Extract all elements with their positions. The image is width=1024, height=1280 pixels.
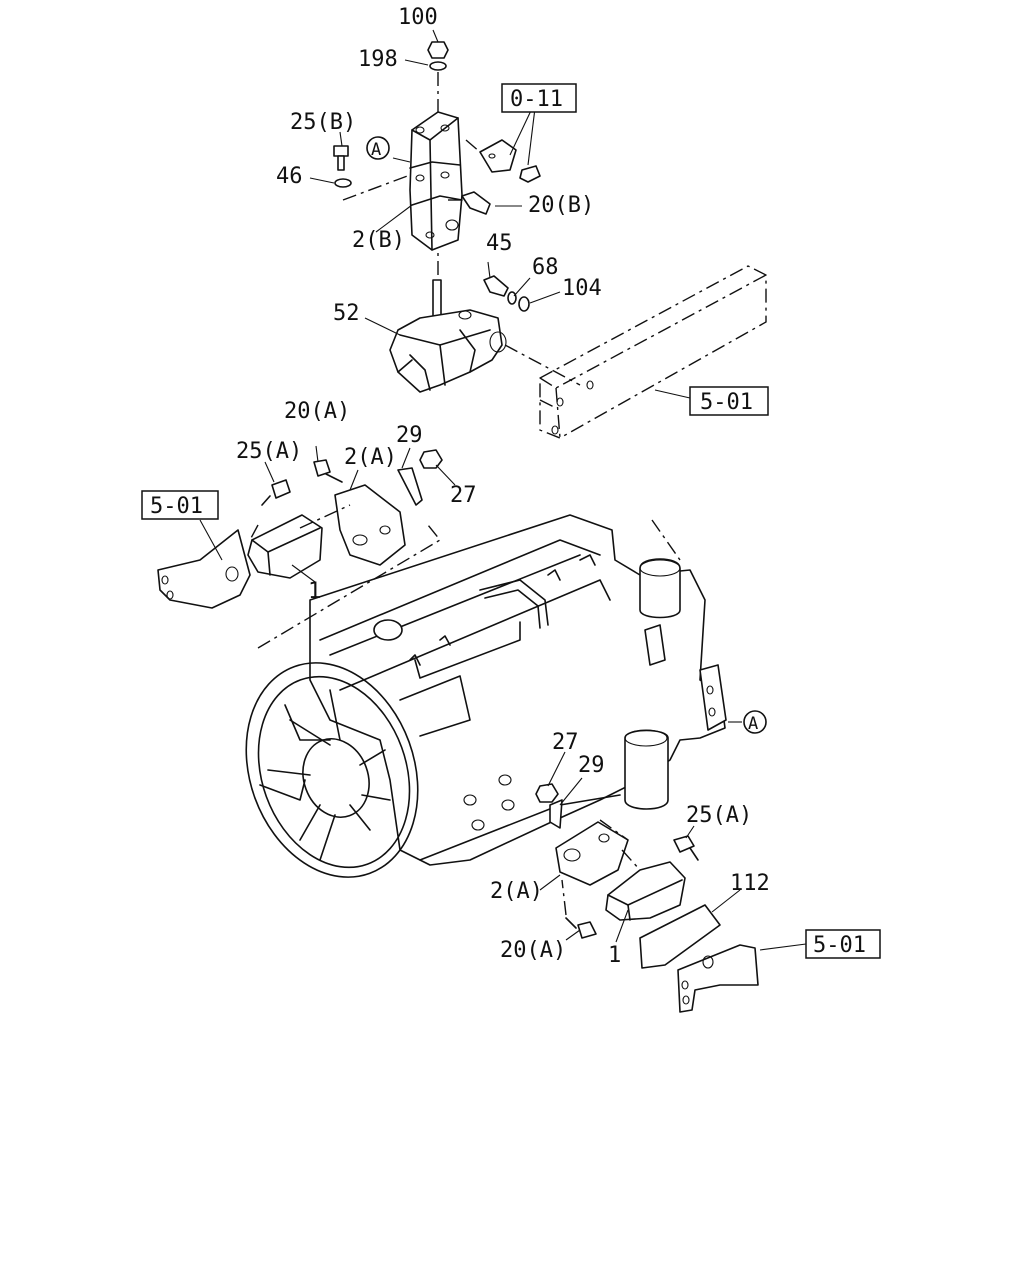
svg-text:5-01: 5-01 [700, 390, 753, 415]
washer-icon [334, 178, 352, 188]
callout-68: 68 [532, 255, 559, 280]
callout-46: 46 [276, 164, 303, 189]
front-mount-right [535, 783, 759, 1013]
callout-29-top: 29 [396, 423, 423, 448]
callout-52: 52 [333, 301, 360, 326]
callout-2b: 2(B) [352, 228, 405, 253]
callout-20a-bot: 20(A) [500, 938, 566, 963]
svg-text:A: A [748, 714, 758, 734]
callout-20a-top: 20(A) [284, 399, 350, 424]
svg-text:A: A [371, 140, 381, 160]
callout-1-top: 1 [308, 579, 321, 604]
callout-27-top: 27 [450, 483, 477, 508]
circle-marker-a-top: A [366, 136, 390, 160]
upper-bracket [409, 111, 463, 251]
washer-icon [429, 61, 447, 71]
nut-icon [427, 41, 449, 59]
svg-text:5-01: 5-01 [150, 494, 203, 519]
callout-100: 100 [398, 5, 438, 30]
reference-box-5-01-bottom[interactable]: 5-01 [805, 929, 881, 959]
svg-text:5-01: 5-01 [813, 933, 866, 958]
engine-block [309, 514, 727, 866]
rear-mount-body [389, 309, 507, 393]
front-mount-left [157, 449, 443, 649]
bolt-icon [333, 145, 349, 171]
callout-2a-top: 2(A) [344, 445, 397, 470]
callout-2a-bot: 2(A) [490, 879, 543, 904]
rear-mount-assembly [333, 41, 581, 393]
callout-198: 198 [358, 47, 398, 72]
svg-text:0-11: 0-11 [510, 87, 563, 112]
reference-box-5-01-left[interactable]: 5-01 [141, 490, 219, 520]
callout-27-bot: 27 [552, 730, 579, 755]
callout-labels: 100 198 25(B) 46 2(B) 20(B) 45 68 104 52… [236, 5, 770, 968]
callout-45: 45 [486, 231, 513, 256]
reference-box-5-01-right[interactable]: 5-01 [689, 386, 769, 416]
callout-25a-bot: 25(A) [686, 803, 752, 828]
callout-20b: 20(B) [528, 193, 594, 218]
callout-1-bot: 1 [608, 943, 621, 968]
callout-29-bot: 29 [578, 753, 605, 778]
fan [245, 662, 419, 878]
callout-112: 112 [730, 871, 770, 896]
frame-rail-right [539, 265, 767, 439]
callout-25b: 25(B) [290, 110, 356, 135]
reference-box-0-11[interactable]: 0-11 [501, 83, 577, 113]
callout-25a-top: 25(A) [236, 439, 302, 464]
callout-104: 104 [562, 276, 602, 301]
circle-marker-a-engine: A [743, 710, 767, 734]
